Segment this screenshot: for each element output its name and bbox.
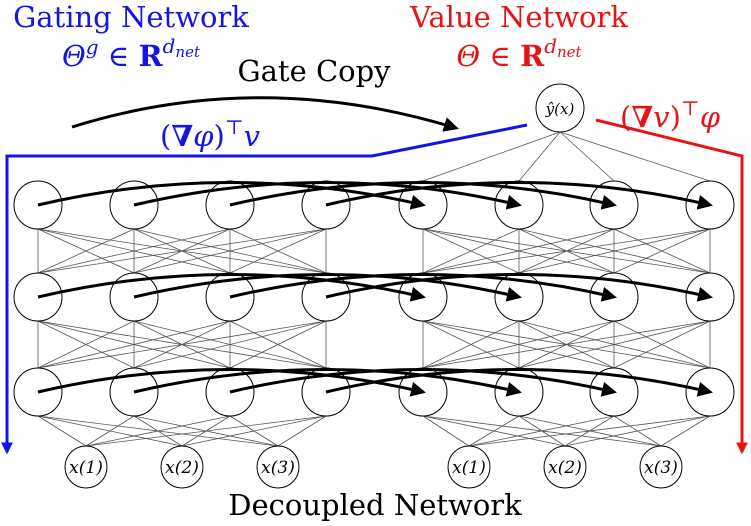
input-connection-line [229,415,279,447]
gate-copy-link-arrow [229,273,617,302]
connection-line [37,228,231,274]
input-node [160,445,204,489]
value-network-title: Value Network [409,0,628,34]
input-connection-line [37,415,279,447]
gating-params: Θg ∈ Rdnet [62,34,201,73]
connection-line [37,320,231,369]
value-gradient-label: (∇v)⊤φ [620,96,721,134]
gate-copy-link-arrow [325,273,713,302]
connection-line [518,228,711,274]
input-node [256,445,300,489]
connection-line [422,320,615,369]
output-connection-line [422,131,561,182]
network-connections [37,131,711,447]
input-connection-line [660,415,711,447]
connection-line [613,228,711,274]
input-node-label: x(2) [165,458,199,478]
output-connection-line [518,131,561,182]
gating-gradient-label: (∇φ)⊤v [160,115,261,153]
value-params: Θ ∈ Rdnet [456,34,582,73]
connection-line [37,228,135,274]
connection-line [613,320,711,369]
input-node [64,445,108,489]
input-connection-line [37,415,183,447]
input-connection-line [422,415,566,447]
input-connection-line [133,415,279,447]
input-node-label: x(2) [548,458,582,478]
connection-line [422,320,520,369]
connection-line [37,320,135,369]
gate-copy-link-arrow [325,181,713,210]
input-connection-line [422,415,470,447]
input-node [639,445,683,489]
input-node-label: x(1) [452,458,486,478]
connection-line [229,228,327,274]
input-connection-line [613,415,662,447]
gate-copy-link-arrow [133,368,522,397]
connection-line [37,320,327,369]
input-node-label: x(3) [261,458,295,478]
input-nodes: x(1) x(2) x(3) x(1) x(2) x(3) [64,445,683,489]
gating-network-title: Gating Network [13,0,249,34]
value-gradient-arrow [595,118,748,455]
input-connection-line [518,415,662,447]
connection-line [518,320,711,369]
output-node-label: ŷ(x) [545,100,575,118]
input-node-label: x(1) [69,458,103,478]
gate-copy-arrow [71,96,459,132]
connection-line [422,228,520,274]
input-connection-line [37,415,87,447]
output-connection-line [559,131,711,182]
gate-copy-arrows [37,181,713,397]
input-node [447,445,491,489]
input-node [543,445,587,489]
input-connection-line [422,415,662,447]
decoupled-network-label: Decoupled Network [228,488,522,522]
input-connection-line [277,415,327,447]
connection-line [133,228,327,274]
gate-copy-link-arrow [133,181,522,210]
connection-line [422,320,711,369]
gate-copy-link-arrow [133,273,522,302]
output-node: ŷ(x) [535,83,585,133]
gating-gradient-arrow [0,123,528,455]
output-connection-line [559,131,615,182]
connection-line [229,320,327,369]
gate-copy-link-arrow [325,368,713,397]
connection-line [133,320,327,369]
connection-line [37,228,327,274]
connection-line [422,228,615,274]
connection-line [422,228,711,274]
input-node-label: x(3) [644,458,678,478]
gate-copy-link-arrow [229,181,617,210]
gate-copy-link-arrow [229,368,617,397]
gate-copy-label: Gate Copy [237,54,391,88]
